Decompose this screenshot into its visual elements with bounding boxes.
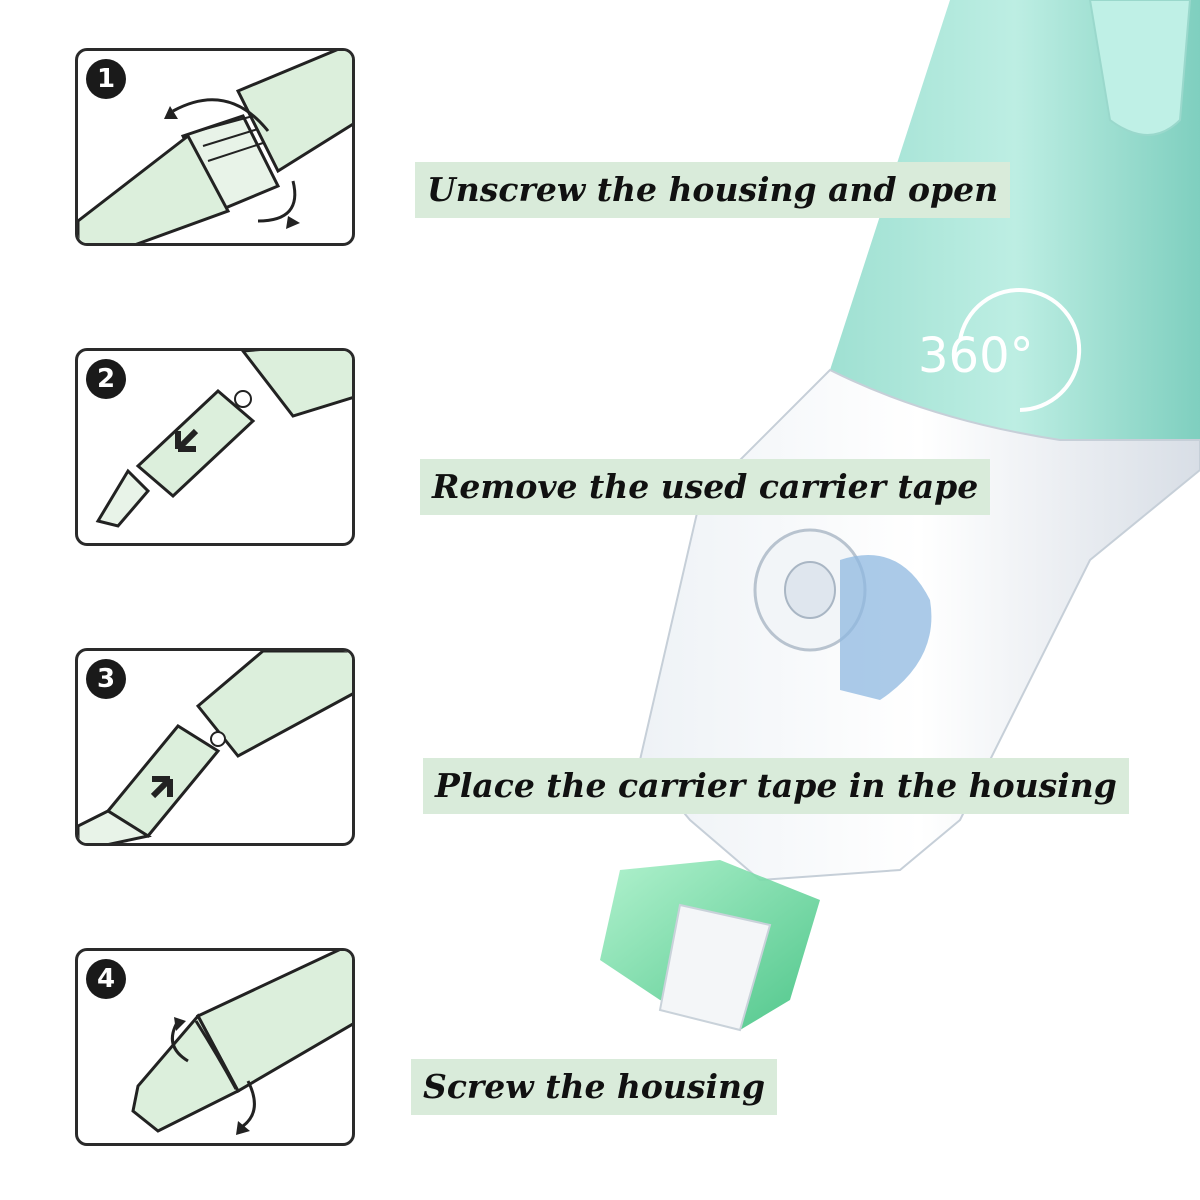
screw-housing-illustration <box>131 951 352 1135</box>
step-card-3: 3 <box>75 648 355 846</box>
step-number-badge-2: 2 <box>86 359 126 399</box>
rotation-badge-label: 360° <box>918 328 1034 384</box>
step-caption-4: Screw the housing <box>411 1059 778 1115</box>
unscrew-illustration <box>78 51 352 243</box>
step-card-1: 1 <box>75 48 355 246</box>
pen-body <box>600 0 1200 1032</box>
step-caption-1: Unscrew the housing and open <box>415 162 1011 218</box>
step-card-2: 2 <box>75 348 355 546</box>
step-card-4: 4 <box>75 948 355 1146</box>
insert-tape-illustration <box>78 651 352 843</box>
rotation-360-badge: 360° <box>918 288 1082 412</box>
step-number-badge-4: 4 <box>86 959 126 999</box>
step-caption-3: Place the carrier tape in the housing <box>423 758 1129 814</box>
step-caption-2: Remove the used carrier tape <box>420 459 991 515</box>
step-number-badge-3: 3 <box>86 659 126 699</box>
step-number-badge-1: 1 <box>86 59 126 99</box>
remove-tape-illustration <box>95 351 352 528</box>
